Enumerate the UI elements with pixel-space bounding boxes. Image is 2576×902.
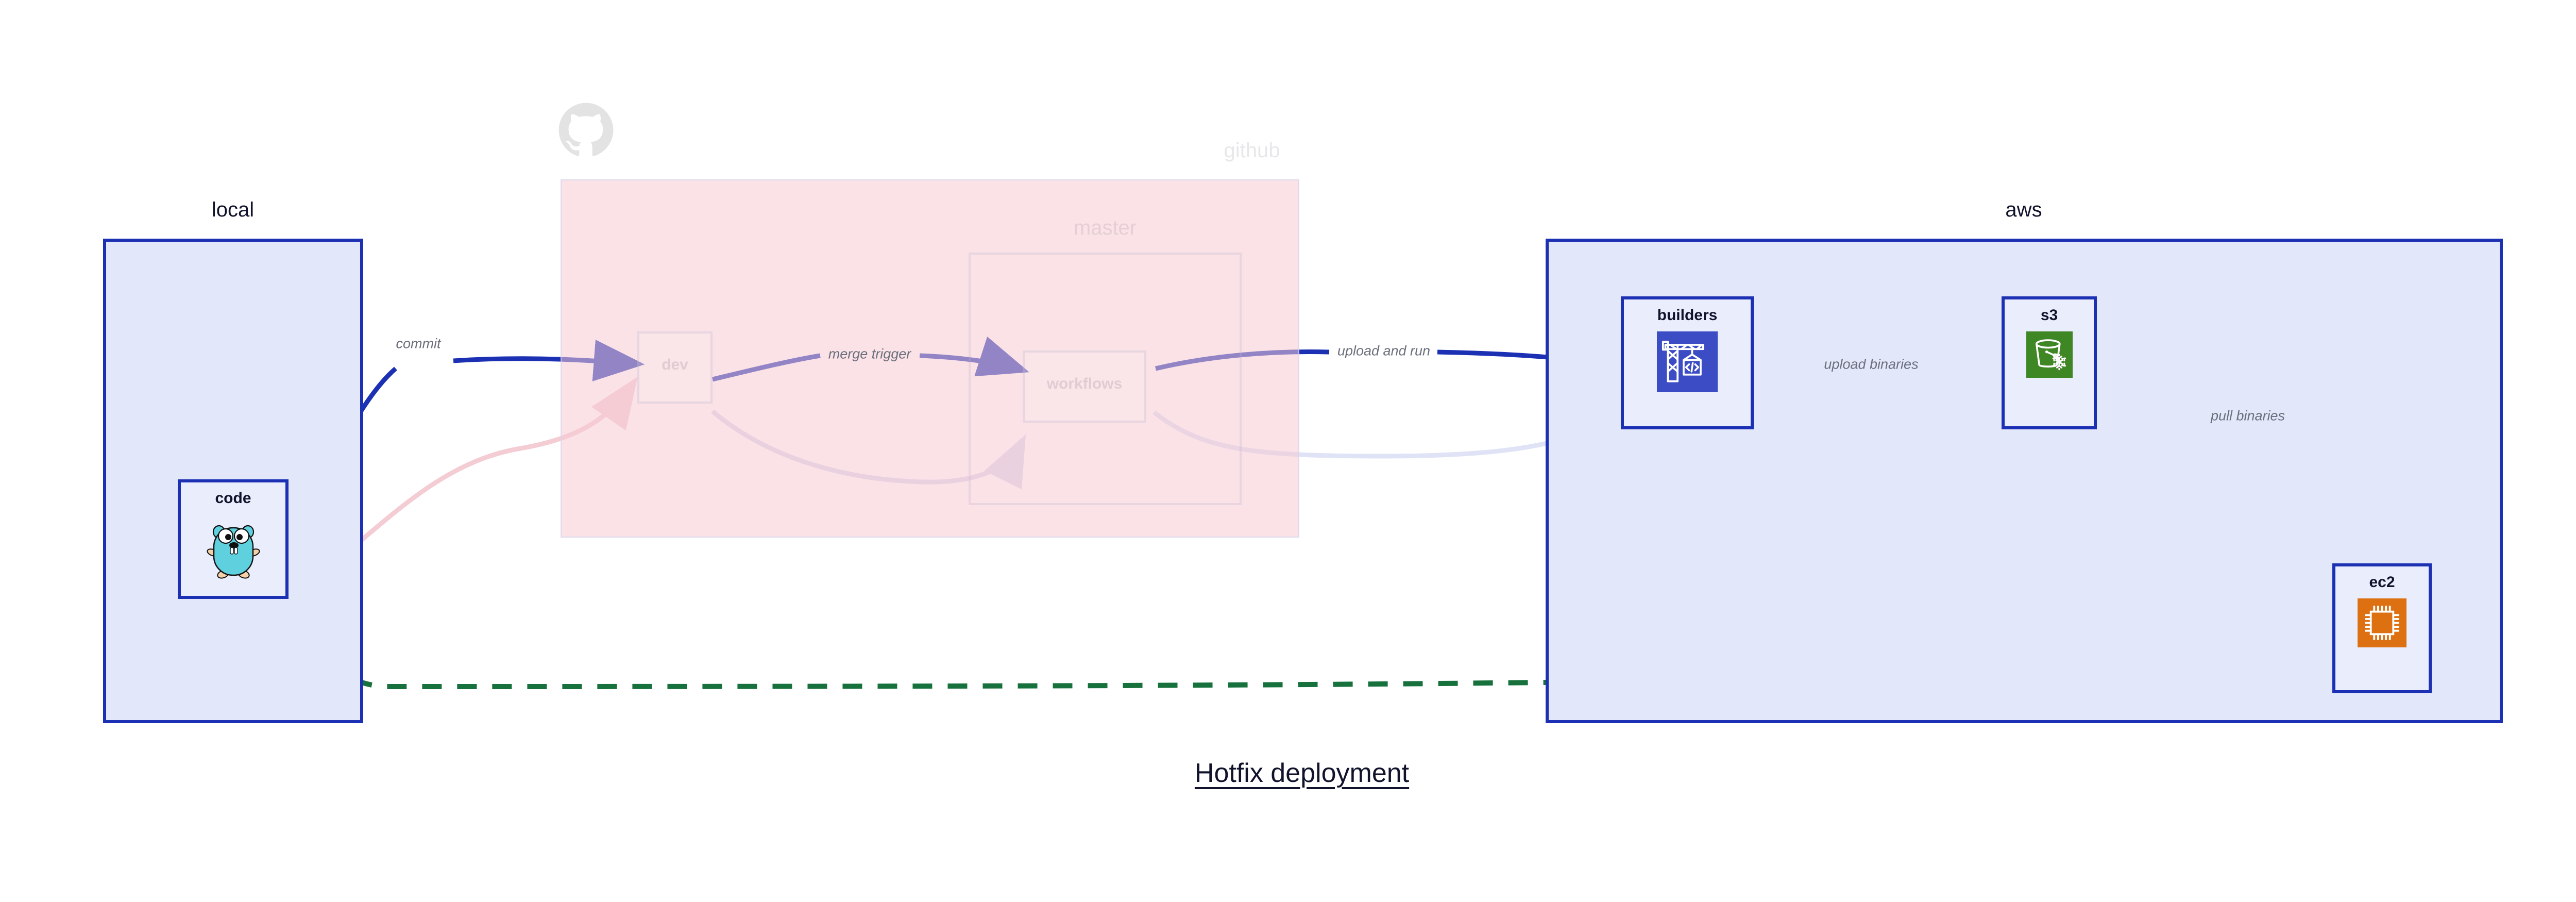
node-workflows[interactable]: workflows [1023,350,1146,423]
diagram-title: Hotfix deployment [1194,758,1410,788]
node-ec2[interactable]: ec2 [2332,563,2432,693]
edge-label-pull-binaries: pull binaries [2210,408,2285,424]
node-label-s3: s3 [2040,307,2058,324]
edge-label-merge-trigger: merge trigger [828,346,911,362]
s3-bucket-icon [2026,331,2073,380]
edge-label-upload-binaries: upload binaries [1824,356,1919,372]
node-code[interactable]: code [178,479,289,599]
node-label-dev: dev [662,356,688,373]
node-label-workflows: workflows [1046,375,1123,392]
node-label-builders: builders [1657,307,1718,324]
go-gopher-icon [202,514,264,584]
cpu-chip-icon [2358,598,2406,650]
edge-label-upload-and-run: upload and run [1337,343,1431,359]
node-dev[interactable]: dev [637,331,713,404]
node-builders[interactable]: builders [1621,296,1754,429]
edge-label-commit: commit [396,336,441,352]
group-title-aws: aws [2005,198,2042,221]
group-title-local: local [211,198,255,221]
node-label-code: code [215,490,251,507]
group-github [561,179,1299,538]
group-title-github: github [1224,139,1280,162]
group-master [969,253,1242,505]
crane-code-icon [1657,331,1718,395]
github-octocat-icon [556,101,616,162]
node-label-ec2: ec2 [2369,574,2395,591]
node-s3[interactable]: s3 [2002,296,2097,429]
group-title-master: master [1073,216,1137,239]
